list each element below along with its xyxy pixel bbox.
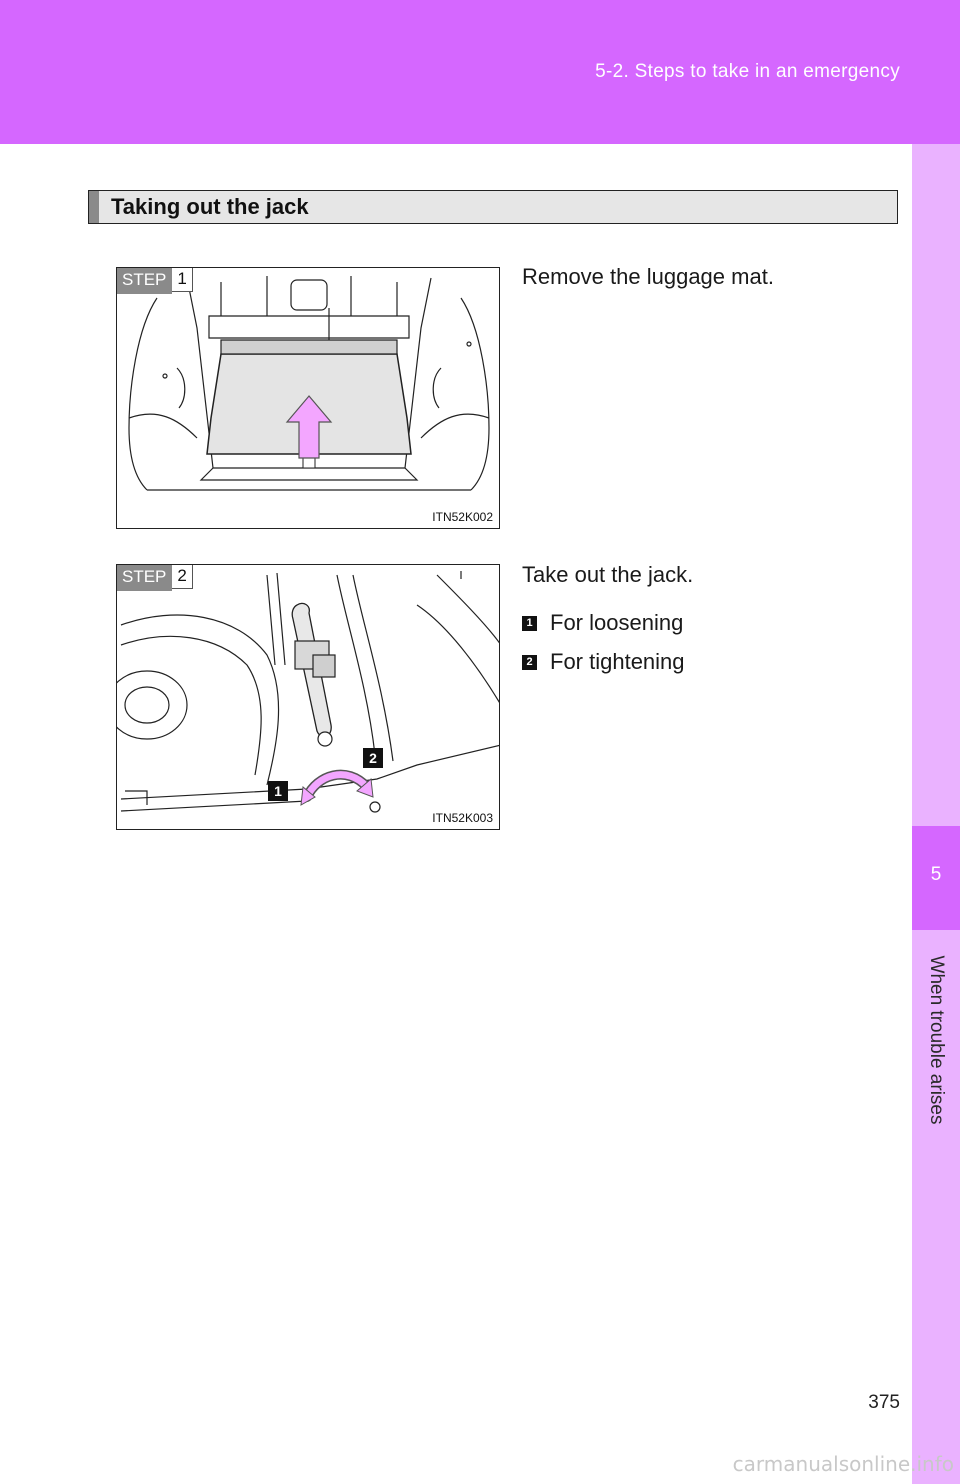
step-1-badge-number: 1 — [172, 268, 193, 292]
section-heading-bar — [89, 191, 99, 223]
legend-number-2: 2 — [522, 654, 537, 670]
page-number: 375 — [868, 1392, 900, 1413]
breadcrumb: 5-2. Steps to take in an emergency — [595, 61, 900, 82]
step-1-instruction: Remove the luggage mat. — [522, 264, 774, 289]
watermark: carmanualsonline.info — [732, 1452, 954, 1476]
step-2-badge: STEP 2 — [117, 565, 193, 591]
chapter-side-tab — [912, 144, 960, 1484]
step-2-instruction: Take out the jack. — [522, 562, 694, 587]
step-1-badge-word: STEP — [117, 268, 173, 294]
rotate-arrow-icon — [303, 771, 371, 801]
legend-text-loosening: For loosening — [550, 610, 684, 635]
step-1-figure: STEP 1 ITN52K002 — [116, 267, 500, 529]
pull-arrow-icon — [285, 395, 333, 459]
step-1-badge: STEP 1 — [117, 268, 193, 294]
step-2-figure: STEP 2 1 2 ITN52K003 — [116, 564, 500, 830]
callout-1: 1 — [268, 781, 288, 801]
section-heading: Taking out the jack — [88, 190, 898, 224]
section-title: Taking out the jack — [111, 194, 309, 219]
step-2-badge-number: 2 — [172, 565, 193, 589]
chapter-number-block — [912, 826, 960, 930]
callout-2: 2 — [363, 748, 383, 768]
jack-icon — [291, 602, 336, 747]
legend-number-1: 1 — [522, 615, 537, 631]
step-2-badge-word: STEP — [117, 565, 173, 591]
legend-item-loosening: 1 For loosening — [522, 610, 683, 636]
step-2-figure-code: ITN52K003 — [432, 811, 493, 825]
chapter-title: When trouble arises — [926, 955, 947, 1125]
luggage-area-illustration — [128, 276, 490, 491]
chapter-number: 5 — [930, 864, 942, 885]
jack-storage-illustration — [117, 571, 499, 813]
legend-item-tightening: 2 For tightening — [522, 649, 685, 675]
step-1-figure-code: ITN52K002 — [432, 510, 493, 524]
header-band — [0, 0, 960, 144]
legend-text-tightening: For tightening — [550, 649, 685, 674]
